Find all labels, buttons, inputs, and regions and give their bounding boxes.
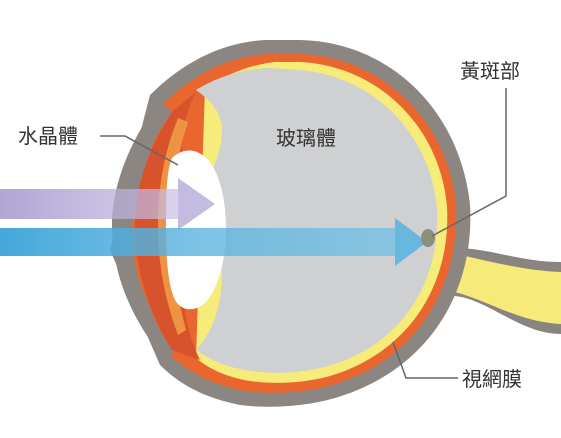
blue-ray-arrowhead — [395, 218, 427, 266]
retina-label: 視網膜 — [462, 367, 522, 391]
vitreous-body — [196, 68, 438, 373]
vitreous-label: 玻璃體 — [276, 126, 336, 150]
macula-leader-line — [431, 88, 507, 237]
lens-leader-line — [100, 135, 179, 166]
macula-spot — [421, 229, 435, 247]
purple-ray-arrowhead — [178, 178, 215, 230]
purple-light-ray — [0, 189, 178, 219]
iris — [158, 118, 188, 335]
retina-leader-line — [392, 341, 458, 379]
cornea — [112, 100, 175, 360]
optic-nerve-core — [445, 252, 561, 324]
macula-label: 黃斑部 — [460, 59, 520, 83]
lens-label: 水晶體 — [18, 124, 78, 148]
blue-light-ray — [0, 228, 395, 256]
